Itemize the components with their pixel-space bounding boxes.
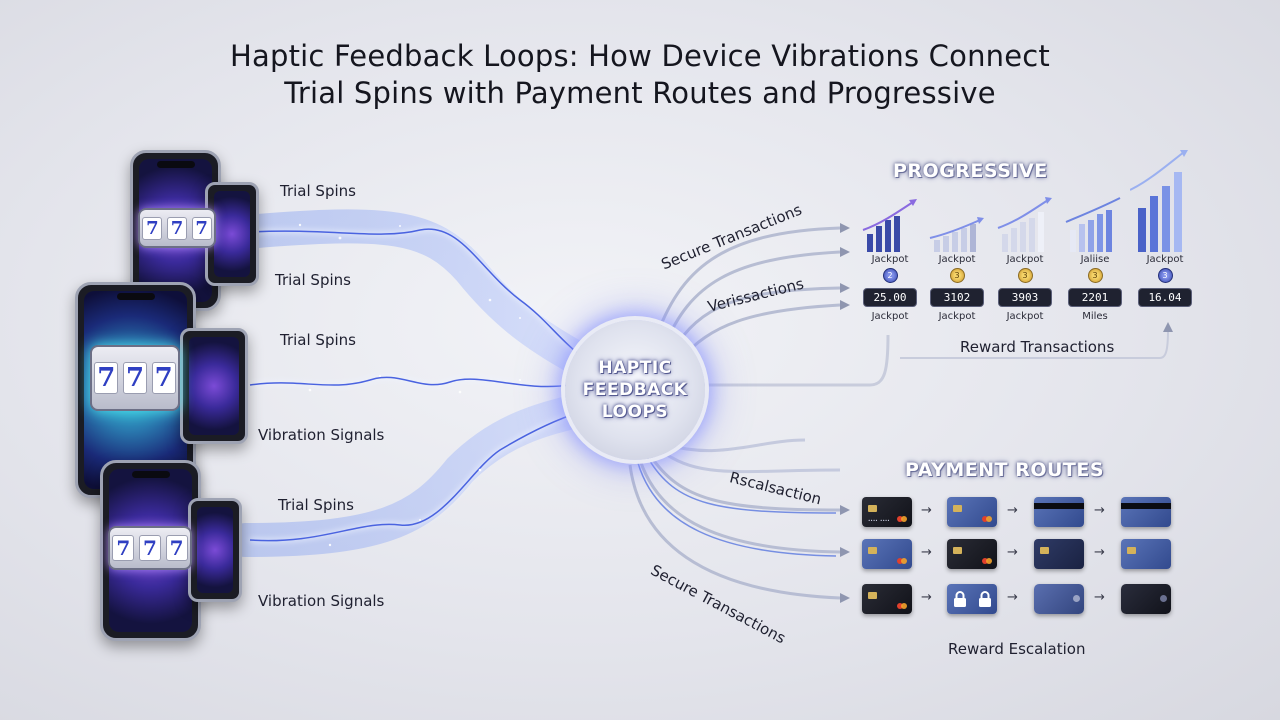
lower-arrowheads [840,505,850,603]
bar-chart-icon [1129,150,1200,252]
progressive-item-3: Jackpot 3 3903 Jackpot [990,194,1060,322]
credit-card [862,584,912,614]
wallet-icon [1121,584,1171,614]
arrow-right-icon: → [1007,545,1018,560]
haptic-hub: HAPTIC FEEDBACK LOOPS [565,320,705,460]
progressive-heading: PROGRESSIVE [893,160,1048,182]
stream-bottom [228,393,597,557]
label-reward-escalation: Reward Escalation [948,640,1086,658]
wallet-icon [1034,584,1084,614]
progressive-item-2: Jackpot 3 3102 Jackpot [922,194,992,322]
coin-icon: 3 [1157,268,1173,283]
credit-card [1034,539,1084,569]
coin-icon: 3 [949,268,965,283]
progressive-label: Jackpot [1146,254,1184,265]
particle-dots [298,223,521,547]
progressive-label: Jackpot [1006,254,1044,265]
progressive-label: Jackpot [871,254,909,265]
lock-icon [978,591,991,607]
progressive-item-4: Jaliise 3 2201 Miles [1060,194,1130,322]
credit-card [1121,497,1171,527]
label-trial-spins-4: Trial Spins [278,496,354,514]
stream-top [228,209,597,377]
upper-arrowheads [840,223,1173,332]
coin-icon: 3 [1087,268,1103,283]
label-vibration-signals-2: Vibration Signals [258,592,385,610]
progressive-sublabel: Jackpot [938,311,976,322]
coin-icon: 3 [1017,268,1033,283]
lock-card [947,584,997,614]
arrow-right-icon: → [921,545,932,560]
jackpot-value: 2201 [1068,288,1122,307]
progressive-item-1: Jackpot 2 25.00 Jackpot [855,194,925,322]
credit-card [947,539,997,569]
bar-chart-icon [1060,194,1130,252]
progressive-sublabel: Jackpot [871,311,909,322]
label-trial-spins-2: Trial Spins [275,271,351,289]
phone-bottom-back [188,498,242,602]
label-vibration-signals-1: Vibration Signals [258,426,385,444]
hub-line-2: FEEDBACK [582,380,688,400]
credit-card: •••• •••• [862,497,912,527]
progressive-sublabel: Miles [1082,311,1108,322]
hub-line-1: HAPTIC [598,358,672,378]
label-trial-spins-3: Trial Spins [280,331,356,349]
stream-middle [245,368,571,402]
lower-branches [628,438,841,600]
phone-middle-back [180,328,248,444]
bar-chart-icon [922,194,992,252]
arrow-right-icon: → [1094,590,1105,605]
credit-card [947,497,997,527]
progressive-sublabel: Jackpot [1006,311,1044,322]
credit-card [1121,539,1171,569]
arrow-right-icon: → [1094,503,1105,518]
jackpot-value: 16.04 [1138,288,1192,307]
progressive-label: Jaliise [1080,254,1110,265]
jackpot-value: 3102 [930,288,984,307]
credit-card [1034,497,1084,527]
lock-icon [953,591,966,607]
arrow-right-icon: → [1007,503,1018,518]
hub-line-3: LOOPS [601,402,669,422]
lower-blue-accents [637,457,837,557]
title-line-1: Haptic Feedback Loops: How Device Vibrat… [230,39,1050,73]
jackpot-value: 25.00 [863,288,917,307]
arrow-right-icon: → [1007,590,1018,605]
progressive-label: Jackpot [938,254,976,265]
label-trial-spins-1: Trial Spins [280,182,356,200]
arrow-right-icon: → [921,590,932,605]
bar-chart-icon [990,194,1060,252]
coin-icon: 2 [882,268,898,283]
credit-card [862,539,912,569]
progressive-item-5: Jackpot 3 16.04 [1129,150,1200,307]
payment-routes-heading: PAYMENT ROUTES [905,459,1105,481]
page-title: Haptic Feedback Loops: How Device Vibrat… [140,38,1140,112]
arrow-right-icon: → [921,503,932,518]
bar-chart-icon [855,194,925,252]
title-line-2: Trial Spins with Payment Routes and Prog… [284,76,996,110]
label-reward-transactions: Reward Transactions [960,338,1115,356]
arrow-right-icon: → [1094,545,1105,560]
jackpot-value: 3903 [998,288,1052,307]
